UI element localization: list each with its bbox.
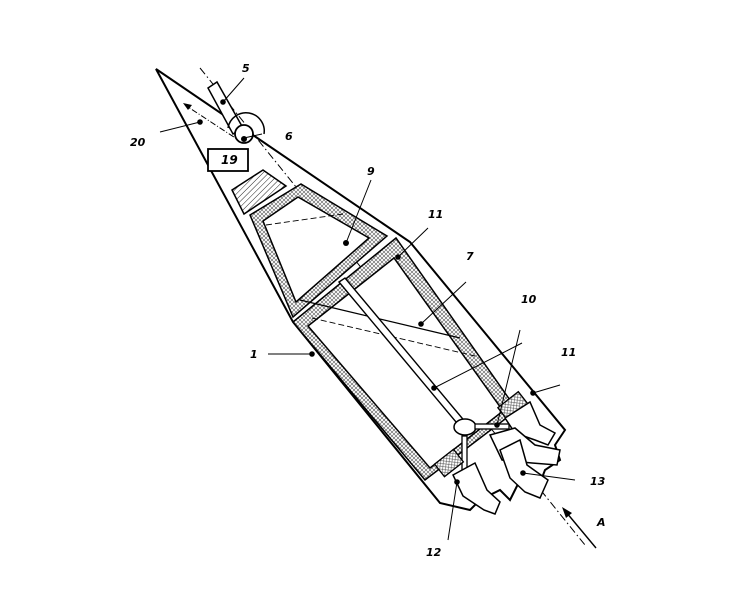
leader-dots [197, 99, 536, 485]
nose-flow-arrow [183, 103, 192, 110]
nozzle-12-mount [433, 448, 465, 478]
rotor-6 [234, 124, 254, 144]
nozzle-12 [452, 461, 501, 515]
nose-flow-line [184, 104, 244, 144]
label-13: 13 [590, 475, 606, 488]
label-6: 6 [285, 130, 293, 143]
label-A: A [596, 516, 606, 529]
label-10: 10 [521, 293, 537, 306]
label-11-bottom: 11 [561, 346, 576, 359]
leader-lines [159, 77, 576, 541]
label-19: 19 [221, 153, 238, 167]
label-1: 1 [250, 348, 258, 361]
nozzle-13 [499, 438, 549, 499]
hatched-block [231, 169, 288, 216]
arrow-a-shaft [565, 511, 597, 549]
antenna-mount [227, 112, 265, 135]
turbine-arm-down [461, 435, 468, 471]
arrow-a-head [562, 507, 572, 518]
label-9: 9 [367, 165, 375, 178]
chamber-9 [262, 196, 371, 304]
box-19 [207, 148, 249, 172]
label-5: 5 [242, 62, 250, 75]
chamber-9-dashed [265, 213, 344, 226]
label-7: 7 [466, 250, 474, 263]
turbine-hub [453, 418, 477, 436]
turbine-arm-right [474, 423, 510, 430]
label-20: 20 [130, 136, 146, 149]
label-11-top: 11 [428, 208, 443, 221]
label-12: 12 [426, 546, 442, 559]
